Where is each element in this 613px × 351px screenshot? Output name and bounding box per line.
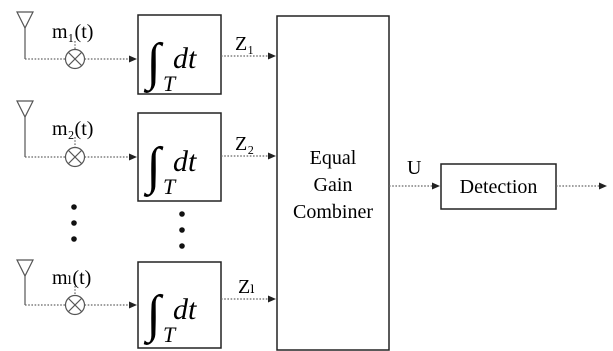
lower-limit-1: T [163, 71, 177, 96]
ellipsis-middle [179, 211, 185, 249]
combiner-line-3: Combiner [293, 201, 373, 223]
multiplier-label-2: m₂(t) [52, 118, 93, 140]
integral-sign-1: ∫ [143, 34, 164, 93]
output-label-l: Zₗ [238, 276, 255, 298]
antenna-l [16, 259, 65, 306]
branch-1: m₁(t) ∫ dt T Z₁ [16, 11, 276, 96]
dt-label-l: dt [173, 293, 197, 326]
multiplier-label-l: mₗ(t) [52, 267, 91, 289]
output-label-2: Z₂ [235, 133, 254, 155]
combiner-output-label: U [407, 157, 422, 179]
integral-sign-l: ∫ [143, 286, 164, 345]
combiner-line-1: Equal [310, 147, 357, 169]
multiplier-1 [64, 41, 86, 70]
equal-gain-combiner: Equal Gain Combiner [276, 15, 390, 351]
branch-l: mₗ(t) ∫ dt T Zₗ [16, 259, 276, 349]
integrator-1: ∫ dt T [137, 14, 222, 96]
detection-label: Detection [460, 176, 538, 198]
detection-block: Detection [440, 163, 557, 210]
branch-2: m₂(t) ∫ dt T Z₂ [16, 100, 276, 202]
dt-label-2: dt [173, 145, 197, 178]
integral-sign-2: ∫ [143, 138, 164, 197]
combiner-line-2: Gain [314, 174, 353, 196]
lower-limit-l: T [163, 322, 177, 347]
dt-label-1: dt [173, 42, 197, 75]
antenna-1 [16, 11, 65, 60]
output-label-1: Z₁ [235, 33, 254, 55]
multiplier-l [64, 286, 86, 316]
lower-limit-2: T [163, 174, 177, 199]
antenna-2 [16, 100, 65, 158]
integrator-l: ∫ dt T [137, 261, 222, 349]
multiplier-label-1: m₁(t) [52, 21, 93, 43]
ellipsis-left [71, 204, 77, 242]
multiplier-2 [64, 137, 86, 168]
integrator-2: ∫ dt T [137, 112, 222, 202]
